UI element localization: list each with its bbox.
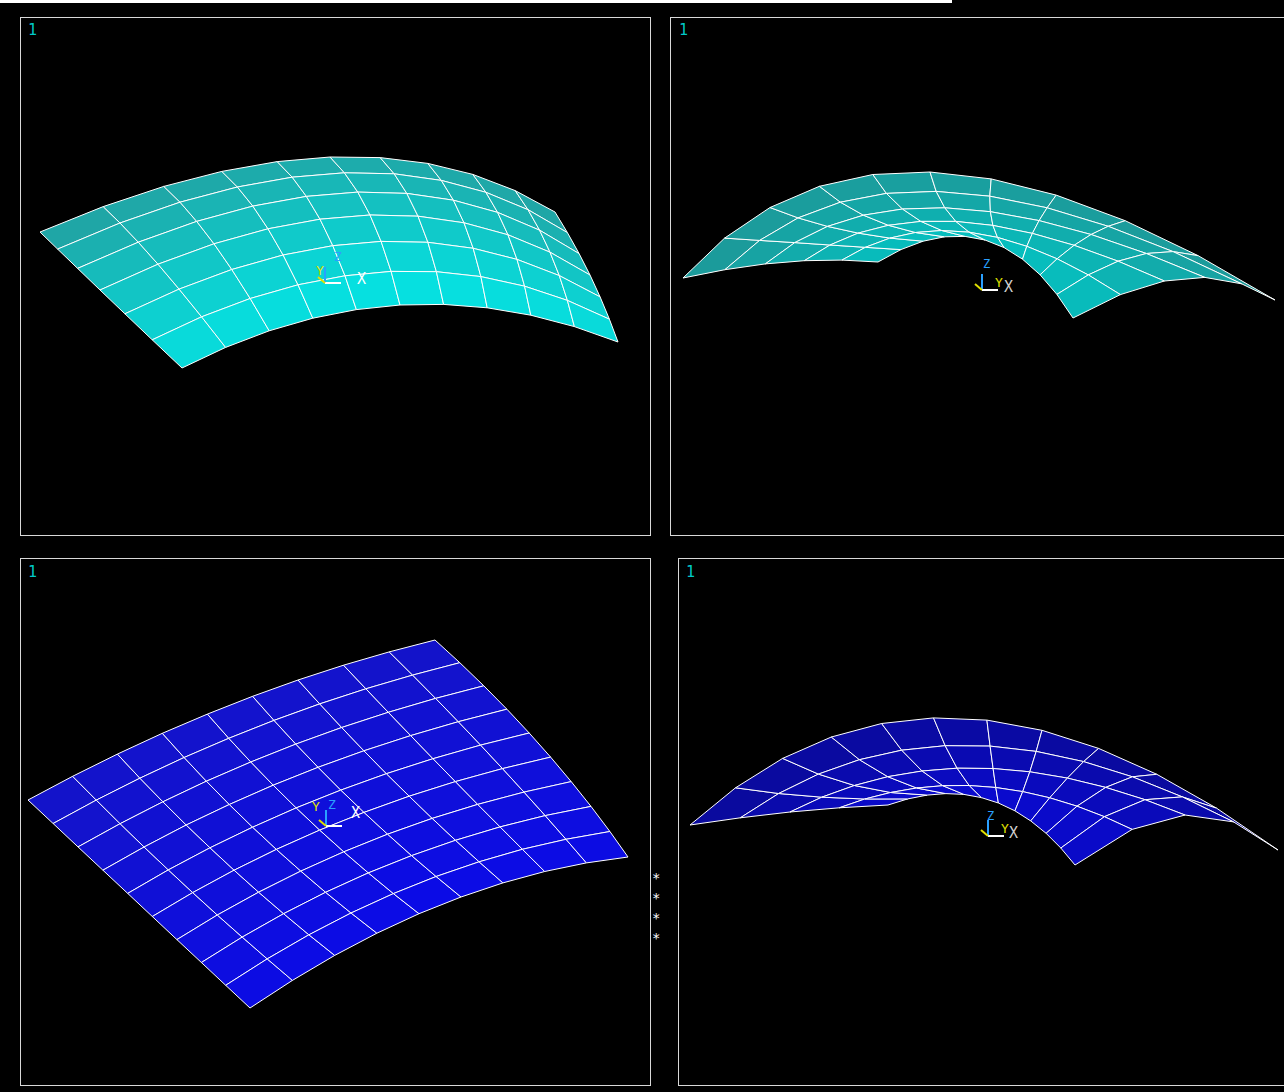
triad-axis [987,820,989,836]
viewport-frame [671,18,1284,536]
triad-axis [325,810,327,826]
axis-label: X [357,272,366,287]
axis-label: Y [316,264,324,277]
status-star: * [652,911,660,925]
triad-axis [319,820,326,826]
shell-element [391,271,444,305]
shell-element [567,300,618,342]
axis-label: X [1009,826,1018,841]
viewport-number: 1 [679,23,688,38]
axis-label: Z [983,258,990,270]
axis-label: Y [995,276,1003,289]
shell-element [934,718,991,746]
triad-axis [975,284,982,290]
viewport-number: 1 [28,23,37,38]
status-star: * [652,871,660,885]
shell-element [998,237,1027,259]
shell-element [525,286,575,326]
axis-label: Z [334,250,342,263]
shell-element [1061,817,1132,865]
axis-label: X [1004,280,1013,295]
shell-element [436,272,487,308]
triad-axis [326,825,342,827]
viewport-frame [679,559,1284,1086]
shell-element [1057,275,1121,318]
axis-label: X [351,806,360,821]
triad-axis [981,830,988,836]
mesh-group [28,157,1278,1008]
shell-element [945,746,993,769]
triad-axis [318,277,325,283]
triad-axis [325,282,341,284]
viewport-frame [21,18,651,536]
status-star: * [652,891,660,905]
viewport-frame [21,559,651,1086]
shell-element [839,799,908,808]
status-star: * [652,931,660,945]
shell-element [345,271,400,309]
triad-axis [981,274,983,290]
shell-element [481,277,531,316]
axis-label: Z [987,810,994,822]
axis-label: Y [1001,822,1009,835]
triad-group [318,267,1004,836]
shell-element [969,786,998,804]
shell-element [957,768,996,787]
triad-axis [982,289,998,291]
axis-label: Z [328,798,336,811]
shell-element [381,241,436,271]
axis-label: Y [312,800,320,813]
shell-element [566,832,628,863]
viewport-number: 1 [28,565,37,580]
top-strip [0,0,952,3]
shell-element [990,746,1036,772]
shell-element [886,191,944,209]
viewport-number: 1 [686,565,695,580]
triad-axis [988,835,1004,837]
shell-element [873,172,936,193]
triad-axis [324,267,326,283]
